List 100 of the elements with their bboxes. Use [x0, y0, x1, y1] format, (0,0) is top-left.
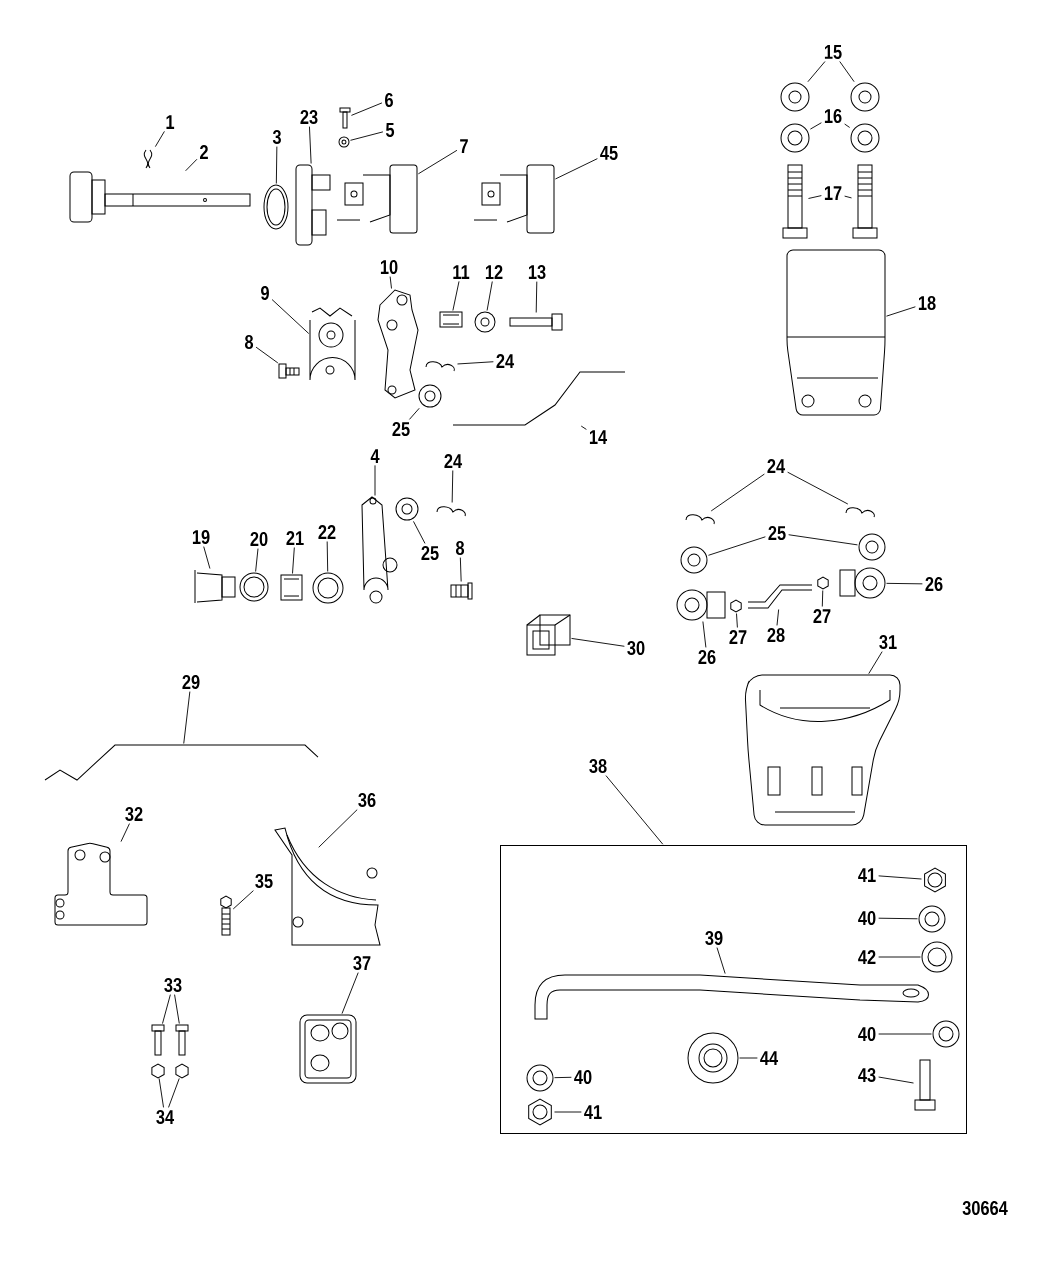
bolt-drawing: [914, 1059, 936, 1111]
leader-line: [185, 158, 198, 172]
callout-number: 15: [824, 45, 842, 59]
leader-line: [580, 425, 587, 430]
screw-drawing: [175, 1024, 189, 1056]
link-rod-drawing: [534, 974, 929, 1020]
switch-drawing: [336, 164, 418, 234]
callout-number: 5: [385, 123, 395, 137]
washer-drawing: [850, 82, 880, 112]
callout-number: 42: [858, 950, 876, 964]
leader-line: [808, 195, 822, 199]
leader-line: [183, 691, 191, 744]
eye-fitting-drawing: [839, 567, 886, 599]
washer-drawing: [932, 1020, 960, 1048]
callout-number: 14: [589, 430, 608, 444]
callout-number: 8: [244, 334, 254, 350]
leader-line: [839, 61, 855, 83]
washer-drawing: [526, 1064, 554, 1092]
leader-line: [459, 557, 462, 582]
lever-drawing: [377, 289, 419, 399]
callout-number: 37: [353, 955, 371, 971]
leader-line: [292, 547, 295, 574]
leader-line: [844, 195, 852, 199]
leader-line: [878, 956, 921, 958]
leader-line: [341, 972, 359, 1015]
clip-drawing: [685, 514, 715, 525]
callout-number: 19: [192, 529, 210, 545]
screw-drawing: [151, 1024, 165, 1056]
nut-drawing: [175, 1063, 189, 1079]
leader-line: [255, 346, 279, 364]
callout-number: 7: [460, 139, 468, 153]
leader-line: [413, 520, 426, 544]
callout-number: 21: [286, 531, 304, 545]
bolt-drawing: [450, 582, 473, 600]
washer-drawing: [338, 136, 350, 148]
bolt-drawing: [782, 164, 808, 239]
spacer-drawing: [439, 311, 463, 328]
leader-line: [326, 541, 329, 572]
washer-drawing: [780, 123, 810, 153]
callout-number: 16: [824, 108, 842, 124]
leader-line: [571, 637, 625, 647]
leader-line: [710, 473, 765, 512]
plate-drawing: [295, 164, 331, 246]
callout-number: 13: [528, 264, 546, 280]
leader-line: [318, 809, 358, 848]
bolt-drawing: [509, 313, 563, 331]
callout-number: 17: [824, 186, 842, 200]
callout-number: 30: [627, 640, 645, 656]
callout-number: 38: [589, 758, 607, 774]
callout-number: 8: [455, 540, 465, 556]
callout-number: 24: [496, 354, 515, 368]
callout-number: 24: [444, 454, 463, 468]
figure-number: 30664: [962, 1200, 1008, 1216]
leader-line: [275, 146, 278, 184]
callout-number: 20: [250, 531, 268, 547]
washer-drawing: [918, 905, 946, 933]
ring-drawing: [263, 184, 289, 230]
callout-number: 39: [705, 930, 723, 946]
leader-line: [271, 299, 310, 334]
leader-line: [389, 276, 392, 289]
callout-number: 1: [166, 115, 175, 129]
leader-line: [739, 1057, 758, 1059]
callout-number: 40: [574, 1069, 592, 1085]
leader-line: [174, 994, 180, 1024]
callout-number: 44: [760, 1051, 779, 1065]
leader-line: [787, 471, 849, 505]
callout-number: 10: [380, 259, 398, 275]
leader-line: [776, 609, 780, 626]
leader-line: [554, 1111, 582, 1113]
leader-line: [232, 890, 254, 910]
nut-drawing: [817, 576, 829, 590]
callout-number: 33: [164, 977, 182, 993]
callout-number: 31: [879, 634, 897, 650]
callout-number: 26: [925, 576, 943, 592]
bracket-drawing: [54, 842, 148, 926]
leader-line: [154, 130, 165, 148]
leader-line: [878, 1076, 914, 1084]
leader-line: [351, 102, 383, 116]
clip-drawing: [143, 149, 153, 169]
callout-number: 27: [729, 630, 747, 644]
switch-drawing: [473, 164, 555, 234]
knob-shaft-drawing: [69, 171, 251, 223]
callout-number: 25: [768, 525, 786, 541]
callout-number: 41: [858, 868, 876, 882]
nut-drawing: [528, 1098, 552, 1126]
leader-line: [168, 1078, 180, 1108]
leader-line: [120, 823, 130, 843]
leader-line: [788, 534, 858, 546]
callout-number: 41: [584, 1105, 602, 1119]
bracket-drawing: [309, 307, 356, 381]
callout-number: 32: [125, 806, 143, 822]
washer-drawing: [239, 572, 269, 602]
leader-line: [878, 875, 922, 880]
callout-number: 2: [200, 145, 208, 159]
leader-line: [809, 122, 822, 130]
leader-line: [451, 470, 454, 503]
callout-number: 43: [858, 1067, 876, 1083]
leader-line: [868, 651, 883, 675]
washer-drawing: [474, 311, 496, 333]
callout-number: 29: [182, 674, 200, 690]
